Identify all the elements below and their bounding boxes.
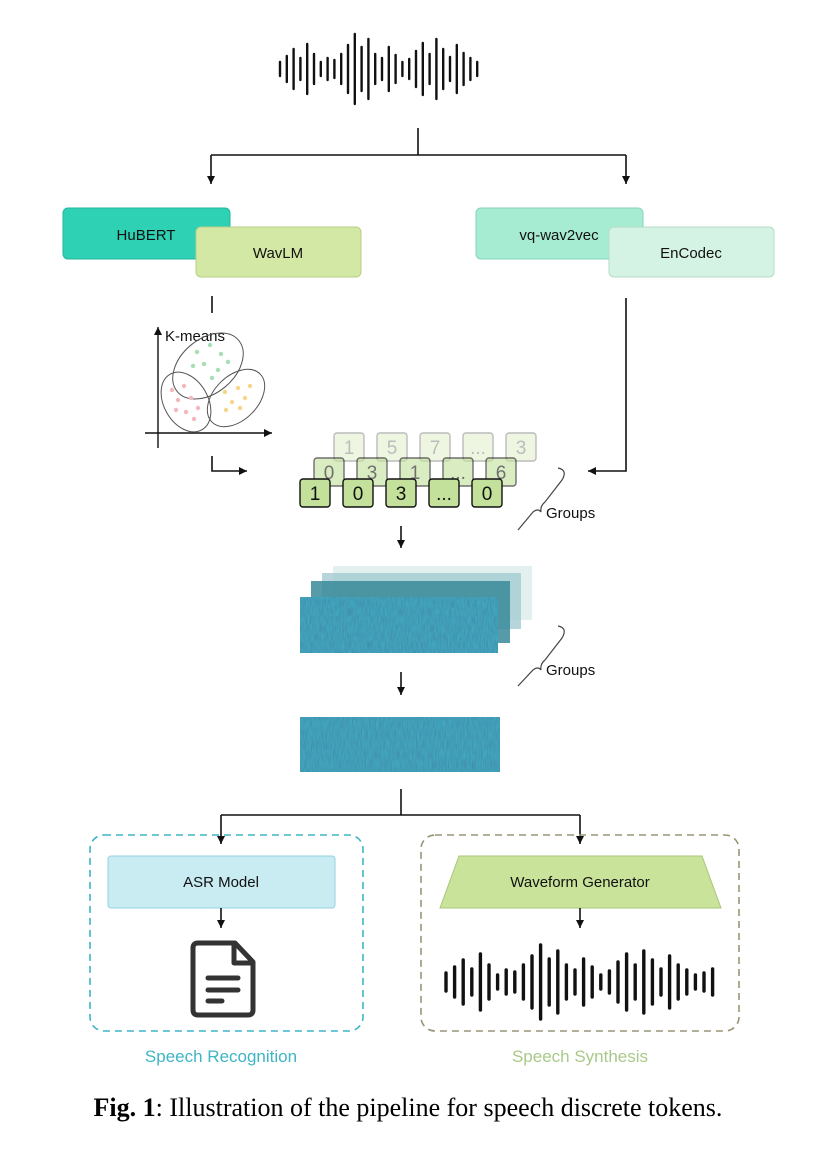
- token-box: [385, 478, 417, 508]
- document-icon: [190, 940, 256, 1018]
- token-box: [471, 478, 503, 508]
- groups-label-bottom: Groups: [546, 662, 595, 679]
- encodec-box: EnCodec: [608, 226, 775, 278]
- token-label: 3: [367, 463, 378, 484]
- token-connectors: [211, 298, 627, 475]
- token-box: [342, 478, 374, 508]
- token-label: 1: [310, 484, 321, 505]
- figure-caption: Fig. 1: Illustration of the pipeline for…: [0, 1093, 816, 1123]
- token-box: [333, 432, 365, 462]
- feature-heatmap-stack: [300, 566, 532, 653]
- hubert-label: HuBERT: [117, 227, 176, 244]
- token-label: 1: [410, 463, 421, 484]
- output-waveform-icon: [444, 943, 715, 1021]
- wavlm-label: WavLM: [253, 245, 303, 262]
- wavlm-box: WavLM: [195, 226, 362, 278]
- speech-synthesis-panel: Waveform Generator Speech Synthesis: [420, 834, 740, 1066]
- token-label: ...: [436, 484, 452, 505]
- token-label: 5: [387, 438, 398, 459]
- merged-feature-heatmap: [300, 717, 500, 772]
- asr-model-label: ASR Model: [183, 874, 259, 891]
- waveform-generator-label: Waveform Generator: [510, 874, 650, 891]
- token-box: [419, 432, 451, 462]
- token-box: [299, 478, 331, 508]
- token-box: [505, 432, 537, 462]
- token-label: 0: [353, 484, 364, 505]
- speech-synthesis-label: Speech Synthesis: [512, 1047, 648, 1066]
- token-label: ...: [470, 438, 486, 459]
- token-box: [428, 478, 460, 508]
- vq-wav2vec-label: vq-wav2vec: [519, 227, 599, 244]
- encodec-label: EnCodec: [660, 245, 722, 262]
- token-label: 7: [430, 438, 441, 459]
- groups-brace-top: [517, 467, 565, 531]
- caption-text: : Illustration of the pipeline for speec…: [155, 1093, 723, 1122]
- token-label: 0: [324, 463, 335, 484]
- split-connector: [207, 128, 630, 184]
- caption-prefix: Fig. 1: [93, 1093, 156, 1122]
- token-label: 1: [344, 438, 355, 459]
- token-row-front: 1 0 3... 0: [299, 478, 503, 508]
- token-label: 3: [516, 438, 527, 459]
- task-split-connector: [217, 789, 584, 844]
- cluster-scatter-icon: K-means: [145, 327, 272, 448]
- groups-label-top: Groups: [546, 505, 595, 522]
- pipeline-diagram: HuBERT WavLM vq-wav2vec EnCodec K-means: [62, 32, 775, 1066]
- groups-brace-bottom: [517, 625, 565, 687]
- input-waveform-icon: [278, 32, 479, 106]
- speech-recognition-label: Speech Recognition: [145, 1047, 297, 1066]
- token-box: [462, 432, 494, 462]
- token-row-third: 1 5 7... 3: [333, 432, 537, 462]
- speech-recognition-panel: ASR Model Speech Recognition: [89, 834, 364, 1066]
- token-box: [376, 432, 408, 462]
- hubert-box: HuBERT: [62, 207, 231, 260]
- vq-wav2vec-box: vq-wav2vec: [475, 207, 644, 260]
- token-label: 3: [396, 484, 407, 505]
- token-label: 0: [482, 484, 493, 505]
- token-label: 6: [496, 463, 507, 484]
- kmeans-label: K-means: [165, 328, 225, 345]
